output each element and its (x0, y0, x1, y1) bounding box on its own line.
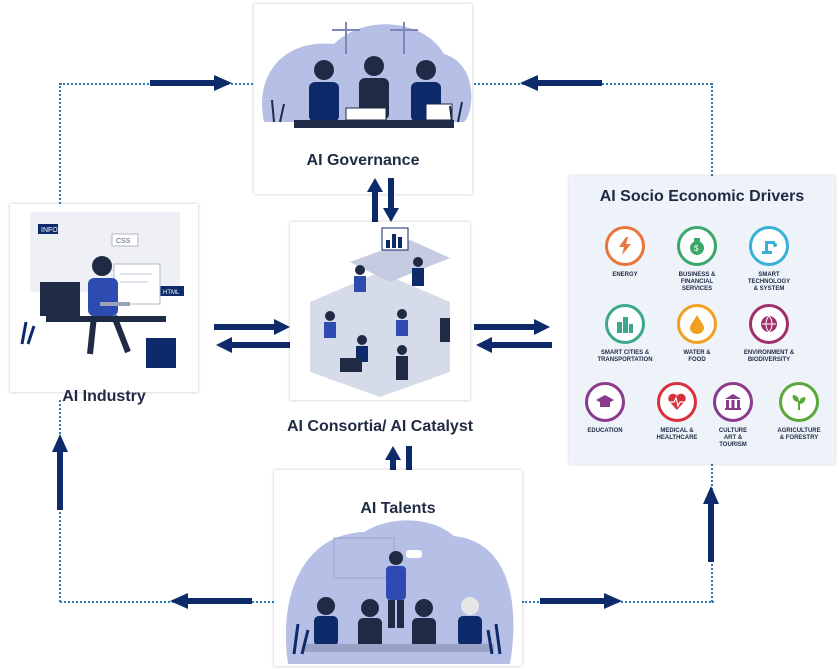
loop-bottom-left (60, 601, 274, 603)
driver-smart: SMART TECHNOLOGY & SYSTEM (734, 226, 804, 293)
industry-illustration: INFO CSS HTML (20, 212, 184, 368)
industry-label: AI Industry (62, 388, 146, 405)
driver-label: EDUCATION (587, 428, 623, 434)
driver-education: EDUCATION (570, 382, 640, 435)
city-icon (605, 304, 645, 344)
driver-environment: ENVIRONMENT & BIODIVERSITY (734, 304, 804, 364)
driver-smart-cities: SMART CITIES & TRANSPORTATION (590, 304, 660, 364)
arrow-consortia-socio (474, 319, 552, 353)
governance-card: AI Governance (254, 4, 472, 194)
driver-label: ENERGY (612, 272, 638, 278)
arrow-left-up (52, 434, 68, 510)
consortia-label: AI Consortia/ AI Catalyst (286, 418, 474, 435)
lightning-icon (605, 226, 645, 266)
driver-culture: CULTURE ART & TOURISM (698, 382, 768, 449)
arrow-industry-consortia (214, 319, 292, 353)
culture-icon (713, 382, 753, 422)
consortia-illustration (310, 227, 450, 397)
html-tag: HTML (163, 290, 180, 296)
driver-label: CULTURE ART & TOURISM (718, 428, 748, 448)
arrow-governance-consortia (367, 178, 399, 222)
heart-icon (657, 382, 697, 422)
robot-arm-icon (749, 226, 789, 266)
driver-label: MEDICAL & HEALTHCARE (656, 428, 698, 441)
driver-energy: ENERGY (590, 226, 660, 279)
driver-label: AGRICULTURE & FORESTRY (777, 428, 821, 441)
arrow-bottom-left (170, 593, 252, 609)
info-tag: INFO (41, 227, 58, 234)
driver-label: BUSINESS & FINANCIAL SERVICES (678, 272, 716, 292)
css-tag: CSS (116, 238, 131, 245)
socio-economic-panel: AI Socio Economic Drivers ENERGY $ BUSINES… (569, 176, 835, 464)
driver-medical: MEDICAL & HEALTHCARE (642, 382, 712, 442)
driver-label: SMART CITIES & TRANSPORTATION (597, 350, 653, 363)
governance-illustration (262, 22, 472, 128)
consortia-card: AI Consortia/ AI Catalyst (287, 222, 473, 435)
arrow-bottom-right (540, 593, 622, 609)
money-bag-icon: $ (677, 226, 717, 266)
arrow-right-up (703, 486, 719, 562)
loop-right-upper (711, 83, 713, 176)
driver-label: ENVIRONMENT & BIODIVERSITY (743, 350, 795, 363)
svg-text:$: $ (694, 244, 699, 253)
driver-label: WATER & FOOD (683, 350, 711, 363)
arrow-top-right-left (520, 75, 602, 91)
water-drop-icon (677, 304, 717, 344)
talents-illustration (285, 520, 514, 664)
driver-business: $ BUSINESS & FINANCIAL SERVICES (662, 226, 732, 293)
loop-left-upper (59, 83, 61, 204)
driver-label: SMART TECHNOLOGY & SYSTEM (747, 272, 791, 292)
talents-card: AI Talents (274, 470, 522, 666)
globe-icon (749, 304, 789, 344)
socio-title: AI Socio Economic Drivers (599, 188, 805, 205)
plant-icon (779, 382, 819, 422)
industry-card: INFO CSS HTML AI Industry (10, 204, 198, 405)
governance-label: AI Governance (306, 152, 420, 169)
graduation-cap-icon (585, 382, 625, 422)
driver-agriculture: AGRICULTURE & FORESTRY (764, 382, 834, 442)
arrow-top-left-right (150, 75, 232, 91)
driver-water: WATER & FOOD (662, 304, 732, 364)
talents-label: AI Talents (360, 500, 436, 517)
